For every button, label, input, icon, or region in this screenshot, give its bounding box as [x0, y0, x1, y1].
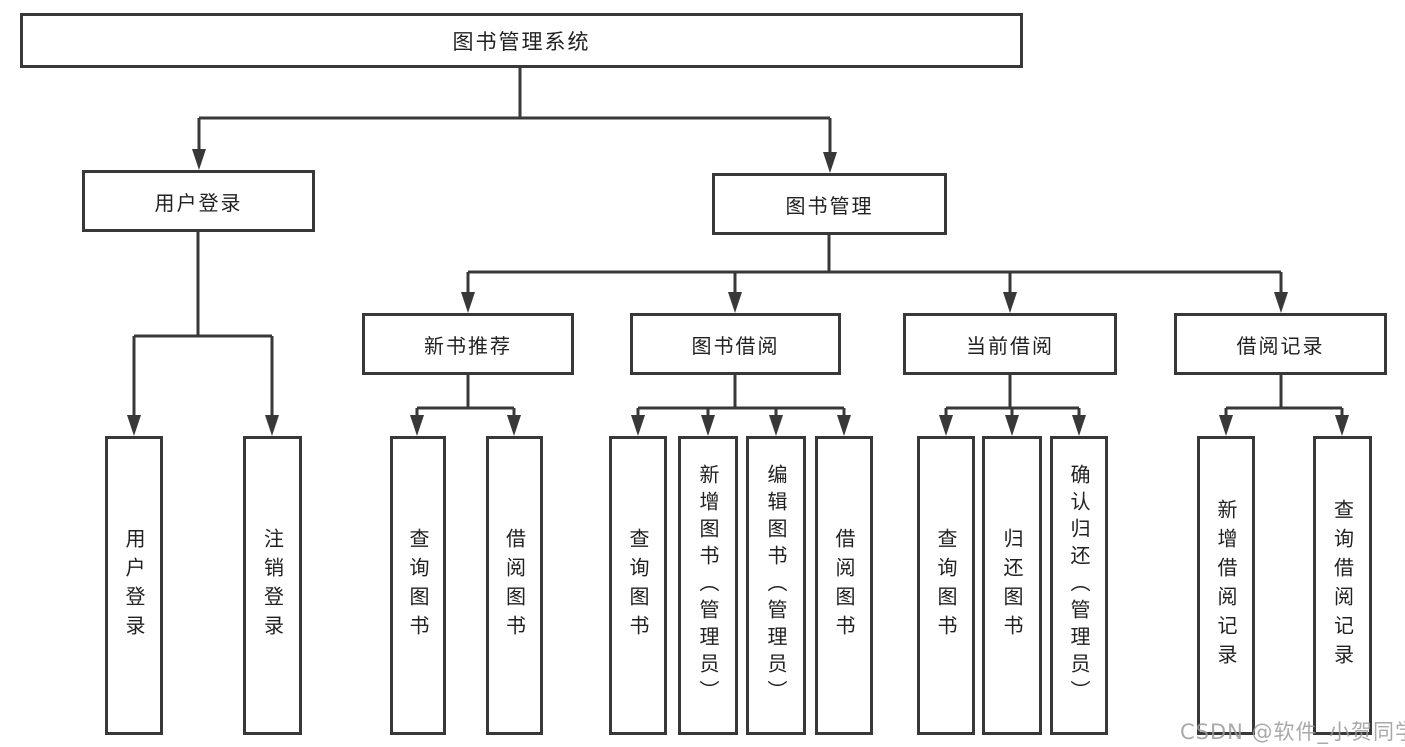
connector-new-book-rec-to-leaves — [410, 375, 521, 436]
csdn-watermark: CSDN @软件_小贺同学 — [1180, 720, 1405, 744]
node-current-borrow: 当前借阅 — [903, 313, 1117, 375]
connector-current-borrow-to-leaves — [939, 375, 1086, 436]
node-leaf-user-login: 用户登录 — [105, 436, 163, 735]
node-leaf-cb-return-book: 归还图书 — [982, 436, 1042, 735]
node-leaf-bb-add-book: 新增图书（管理员） — [678, 436, 738, 735]
node-leaf-cb-query-book: 查询图书 — [917, 436, 975, 735]
node-user-login: 用户登录 — [82, 170, 315, 232]
node-leaf-bb-borrow-book: 借阅图书 — [815, 436, 873, 735]
node-book-borrow: 图书借阅 — [630, 313, 841, 375]
node-leaf-logout: 注销登录 — [243, 436, 302, 735]
connector-root-to-level2 — [192, 68, 837, 173]
node-borrow-record: 借阅记录 — [1174, 313, 1387, 375]
connector-book-borrow-to-leaves — [631, 375, 851, 436]
connector-user-login-to-leaves — [127, 232, 279, 436]
node-leaf-cb-confirm-return: 确认归还（管理员） — [1050, 436, 1108, 735]
connector-borrow-record-to-leaves — [1219, 375, 1349, 436]
node-leaf-br-add-record: 新增借阅记录 — [1197, 436, 1255, 735]
node-book-mgmt: 图书管理 — [712, 173, 947, 235]
node-leaf-br-query-record: 查询借阅记录 — [1313, 436, 1372, 735]
node-leaf-nbr-borrow-book: 借阅图书 — [486, 436, 543, 735]
node-leaf-bb-query-book: 查询图书 — [609, 436, 667, 735]
connector-book-mgmt-to-level3 — [461, 235, 1288, 313]
node-new-book-rec: 新书推荐 — [362, 313, 574, 375]
node-leaf-bb-edit-book: 编辑图书（管理员） — [746, 436, 806, 735]
node-root: 图书管理系统 — [20, 13, 1023, 68]
node-leaf-nbr-query-book: 查询图书 — [390, 436, 446, 735]
